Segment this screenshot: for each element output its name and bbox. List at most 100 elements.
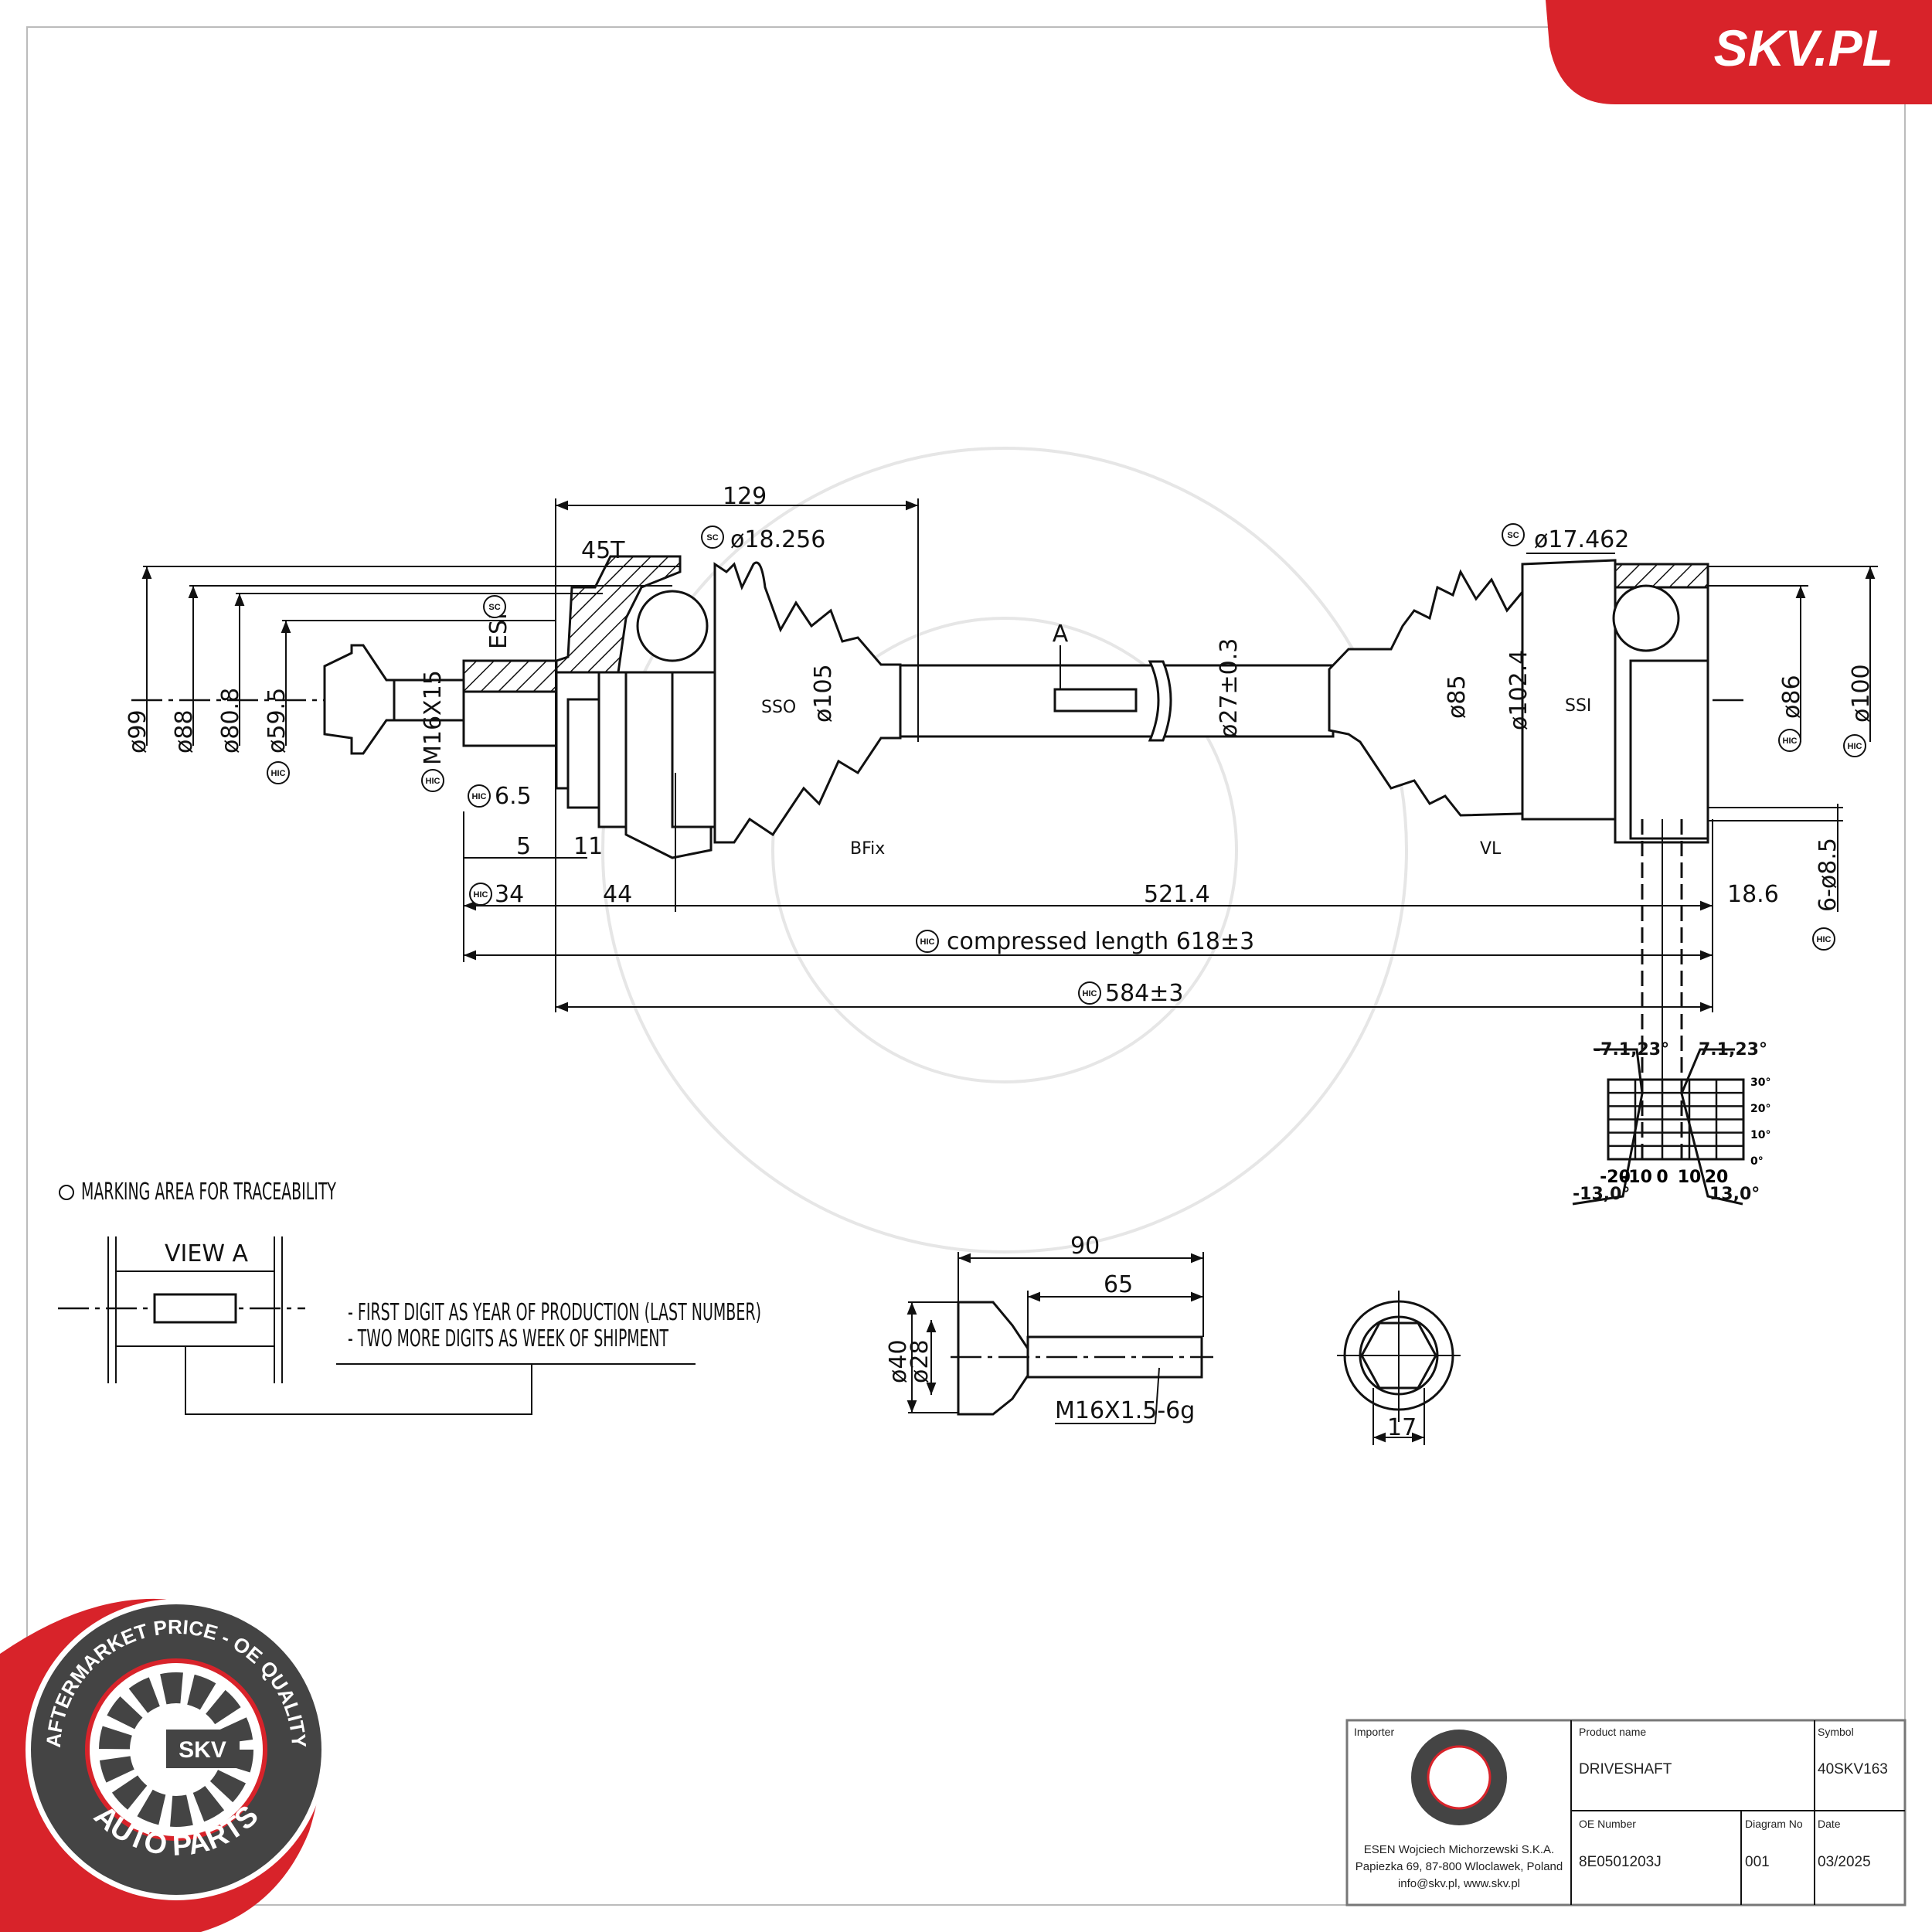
svg-text:HIC: HIC bbox=[472, 792, 487, 801]
label-vl: VL bbox=[1480, 839, 1502, 859]
symbol-label: Symbol bbox=[1818, 1726, 1854, 1738]
diagram-value: 001 bbox=[1745, 1854, 1770, 1870]
sc-marker: SC bbox=[1502, 523, 1525, 546]
neg-angle-leader bbox=[1572, 1048, 1644, 1206]
dim-d86: ø86 bbox=[1778, 675, 1805, 719]
product-value: DRIVESHAFT bbox=[1579, 1761, 1672, 1777]
bolt-len-65: 65 bbox=[1104, 1271, 1133, 1298]
hic-marker: HIC bbox=[1778, 729, 1801, 752]
importer-line-1: ESEN Wojciech Michorzewski S.K.A. bbox=[1364, 1843, 1554, 1856]
dim-6-5: 6.5 bbox=[495, 783, 532, 810]
bolt-thread: M16X1.5-6g bbox=[1055, 1397, 1195, 1424]
marking-note: MARKING AREA FOR TRACEABILITY bbox=[81, 1179, 336, 1206]
title-block: Importer ESEN Wojciech Michorzewski S.K.… bbox=[1345, 1719, 1906, 1906]
x-tick: -10 bbox=[1621, 1168, 1652, 1187]
dim-d102-4: ø102.4 bbox=[1505, 650, 1532, 730]
brand-tab[interactable]: SKV.PL bbox=[1546, 0, 1932, 104]
svg-text:HIC: HIC bbox=[474, 890, 488, 900]
angle-pos-max: 13,0° bbox=[1709, 1185, 1760, 1204]
y-tick: 20° bbox=[1750, 1103, 1770, 1115]
dim-18-6: 18.6 bbox=[1727, 881, 1779, 908]
y-tick: 10° bbox=[1750, 1129, 1770, 1141]
dim-d27: ø27±0.3 bbox=[1216, 638, 1243, 738]
angle-pos-label: 7.1,23° bbox=[1699, 1040, 1767, 1060]
dim-d88: ø88 bbox=[171, 709, 198, 753]
hic-marker: HIC bbox=[1812, 927, 1835, 951]
product-label: Product name bbox=[1579, 1726, 1646, 1738]
hic-marker: HIC bbox=[267, 761, 290, 784]
x-tick: 0 bbox=[1656, 1168, 1668, 1187]
hic-marker: HIC bbox=[468, 784, 491, 808]
brand-name: SKV.PL bbox=[1714, 19, 1893, 77]
hex-size: 17 bbox=[1387, 1414, 1417, 1441]
dim-m16x15: M16X15 bbox=[420, 670, 447, 765]
outer-joint bbox=[323, 555, 728, 859]
svg-text:HIC: HIC bbox=[1848, 742, 1862, 751]
hic-symbol-icon bbox=[59, 1185, 74, 1200]
svg-text:SC: SC bbox=[1507, 531, 1519, 540]
right-diameter-dims: ø17.462 ø86 ø100 ø85 ø102.4 SSI VL 6-ø8.… bbox=[1444, 526, 1878, 912]
dim-45t: 45T bbox=[581, 537, 625, 564]
importer-line-3: info@skv.pl, www.skv.pl bbox=[1398, 1877, 1520, 1890]
bolt-d28: ø28 bbox=[906, 1339, 934, 1383]
dim-d59-5: ø59.5 bbox=[264, 688, 291, 753]
bolt-len-90: 90 bbox=[1070, 1233, 1100, 1260]
dim-d99: ø99 bbox=[124, 709, 151, 753]
hic-marker: HIC bbox=[1078, 981, 1101, 1005]
hic-marker: HIC bbox=[469, 883, 492, 906]
sc-marker: SC bbox=[483, 595, 506, 618]
dim-34: 34 bbox=[495, 881, 524, 908]
dim-11: 11 bbox=[573, 833, 603, 860]
watermark-gear bbox=[601, 447, 1408, 1253]
x-tick: 10 bbox=[1678, 1168, 1702, 1187]
dim-view-a: A bbox=[1053, 621, 1069, 648]
symbol-value: 40SKV163 bbox=[1818, 1761, 1888, 1777]
svg-text:SKV: SKV bbox=[179, 1737, 226, 1763]
bolt-detail: 90 65 ø40 ø28 M16X1.5-6g 17 bbox=[885, 1233, 1461, 1445]
dim-44: 44 bbox=[603, 881, 632, 908]
left-diameter-dims: ø99 ø88 ø80.8 ø59.5 M16X15 ESF 45T ø18.2… bbox=[124, 526, 885, 859]
svg-text:HIC: HIC bbox=[271, 769, 286, 778]
dim-584: 584±3 bbox=[1105, 980, 1183, 1007]
svg-text:SC: SC bbox=[706, 533, 718, 543]
view-a-marking bbox=[1053, 688, 1138, 713]
view-a-detail: VIEW A - FIRST DIGIT AS YEAR OF PRODUCTI… bbox=[58, 1236, 761, 1415]
dim-129: 129 bbox=[723, 483, 767, 510]
label-ssi: SSI bbox=[1565, 696, 1591, 716]
pos-angle-leader bbox=[1680, 1048, 1743, 1206]
label-bfix: BFix bbox=[850, 839, 885, 859]
x-tick: -20 bbox=[1600, 1168, 1631, 1187]
bolt-d40: ø40 bbox=[885, 1339, 912, 1383]
svg-text:HIC: HIC bbox=[1783, 736, 1798, 746]
dim-d18-256: ø18.256 bbox=[730, 526, 825, 553]
dim-5: 5 bbox=[516, 833, 531, 860]
dim-d17-462: ø17.462 bbox=[1534, 526, 1629, 553]
dim-d80-8: ø80.8 bbox=[217, 688, 244, 753]
oe-value: 8E0501203J bbox=[1579, 1854, 1662, 1870]
x-tick: 20 bbox=[1705, 1168, 1729, 1187]
importer-line-2: Papiezka 69, 87-800 Wloclawek, Poland bbox=[1355, 1860, 1563, 1873]
svg-text:HIC: HIC bbox=[1817, 935, 1832, 944]
note-line-1: - FIRST DIGIT AS YEAR OF PRODUCTION (LAS… bbox=[348, 1299, 761, 1326]
outer-boot bbox=[713, 561, 902, 844]
dim-compressed-length: compressed length 618±3 bbox=[947, 928, 1254, 955]
dim-holes: 6-ø8.5 bbox=[1815, 838, 1842, 912]
inner-joint bbox=[1521, 559, 1709, 844]
label-sso: SSO bbox=[761, 698, 796, 717]
diagram-label: Diagram No bbox=[1745, 1818, 1803, 1830]
svg-text:SC: SC bbox=[488, 603, 500, 612]
length-dims: 5 11 34 44 521.4 18.6 compressed length … bbox=[463, 773, 1779, 1012]
hic-marker: HIC bbox=[421, 769, 444, 792]
dim-d85: ø85 bbox=[1444, 675, 1471, 719]
dim-d100: ø100 bbox=[1848, 664, 1875, 723]
dim-521-4: 521.4 bbox=[1144, 881, 1210, 908]
hic-marker: HIC bbox=[1843, 734, 1866, 757]
skv-logo: SKV AFTERMARKET PRICE - OE QUALITY AUTO … bbox=[0, 1598, 327, 1932]
svg-text:HIC: HIC bbox=[426, 777, 440, 786]
date-label: Date bbox=[1818, 1818, 1841, 1830]
dim-d105: ø105 bbox=[810, 664, 837, 723]
hic-marker: HIC bbox=[916, 930, 939, 953]
note-line-2: - TWO MORE DIGITS AS WEEK OF SHIPMENT bbox=[348, 1325, 668, 1352]
